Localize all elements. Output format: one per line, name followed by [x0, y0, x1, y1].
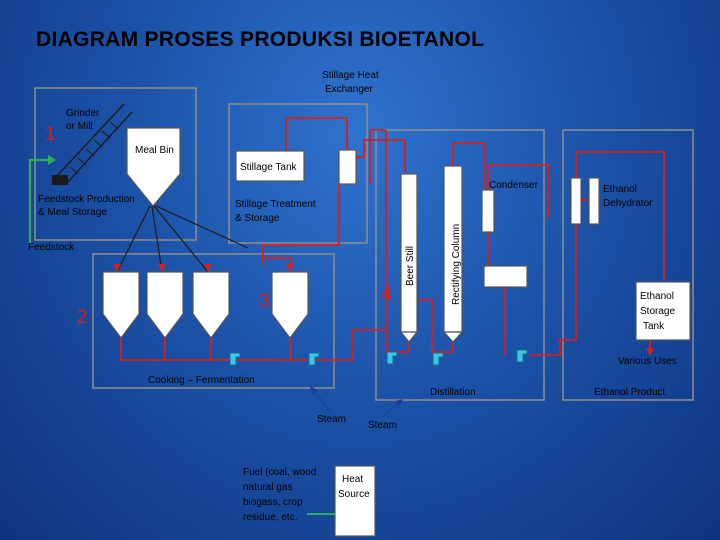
- meal-distribution-lines: [116, 205, 249, 273]
- label-meal-bin: Meal Bin: [135, 145, 174, 156]
- pipe-ferment-to-distill: [340, 329, 386, 361]
- label-steam-1: Steam: [317, 414, 346, 425]
- pipe-distill-to-ethanol: [530, 340, 561, 356]
- pipe-column-overhead: [452, 142, 486, 190]
- label-various-uses: Various Uses: [618, 356, 677, 367]
- label-fuel: Fuel (coal, wood natural gas biogass, cr…: [243, 467, 319, 523]
- pipe-dehydrator-bottom: [558, 224, 577, 341]
- condenser: [481, 189, 495, 233]
- pipe-condenser-to-dehydrator: [487, 164, 549, 218]
- steam-arrow-1: [310, 386, 318, 396]
- label-grinder: Grinder or Mill: [66, 108, 102, 132]
- feedstock-line: [28, 158, 50, 244]
- tank-inlet-arrows: [113, 264, 294, 272]
- slide-title: DIAGRAM PROSES PRODUKSI BIOETANOL: [36, 28, 485, 51]
- section-ethanol-outline: [562, 129, 694, 401]
- fermenter-outlet-pipes: [120, 338, 340, 361]
- label-feedstock: Feedstock: [28, 242, 75, 253]
- label-rectifying-column: Rectifying Column: [451, 224, 462, 305]
- label-stillage-treatment: Stillage Treatment & Storage: [235, 199, 318, 224]
- label-ethanol-dehydrator: Ethanol Dehydrator: [603, 184, 653, 209]
- grinder-conveyor: [52, 103, 133, 185]
- label-stillage-tank: Stillage Tank: [240, 162, 298, 173]
- label-heat-source: Heat Source: [338, 474, 370, 500]
- label-ethanol-product: Ethanol Product: [594, 387, 665, 398]
- section-feedstock-outline: [34, 87, 197, 241]
- label-cooking-fermentation: Cooking – Fermentation: [148, 375, 255, 386]
- pipe-exchanger-to-beer-still: [356, 139, 406, 172]
- ethanol-storage-tank: [635, 281, 691, 341]
- steam-line-1: [313, 390, 331, 412]
- steam-arrow-2: [395, 399, 403, 407]
- label-stillage-heat-exchanger: Stillage Heat Exchanger: [322, 70, 381, 95]
- pipe-exchanger-to-fermenter: [262, 184, 340, 262]
- steam-line-2: [381, 402, 400, 418]
- label-beer-still: Beer Still: [405, 246, 416, 286]
- label-steam-2: Steam: [368, 420, 397, 431]
- arrow-various-uses: [646, 348, 654, 356]
- fermenter-tanks: [102, 271, 309, 339]
- label-condenser: Condenser: [489, 180, 539, 191]
- pipe-heat-exchanger-loop: [285, 117, 348, 151]
- step-number-3: 3: [259, 291, 270, 312]
- pipe-stillage-to-fermenter: [262, 257, 291, 266]
- pipe-to-stillage: [369, 129, 386, 184]
- section-cooking-outline: [92, 253, 335, 389]
- dehydrator-column-a: [570, 177, 582, 225]
- pipe-dehydrator-top: [575, 151, 665, 280]
- label-feedstock-production: Feedstock Production & Meal Storage: [38, 194, 138, 218]
- feedstock-arrow: [48, 155, 56, 165]
- pump-icons: [229, 349, 528, 366]
- section-distillation-outline: [375, 129, 545, 401]
- stillage-tank: [235, 150, 305, 182]
- step-number-1: 1: [45, 124, 56, 145]
- meal-bin: [126, 127, 181, 207]
- label-distillation: Distillation: [430, 387, 476, 398]
- dehydrator-column-b: [588, 177, 600, 225]
- label-ethanol-storage-tank: Ethanol Storage Tank: [640, 291, 678, 332]
- section-stillage-outline: [228, 103, 368, 244]
- heat-source-box: [334, 465, 376, 537]
- stillage-heat-exchanger: [338, 149, 357, 185]
- step-number-2: 2: [77, 307, 88, 328]
- pipe-beer-to-rectifier: [417, 299, 454, 353]
- step-number-4: 4: [381, 284, 392, 305]
- intermediate-tank: [483, 265, 528, 288]
